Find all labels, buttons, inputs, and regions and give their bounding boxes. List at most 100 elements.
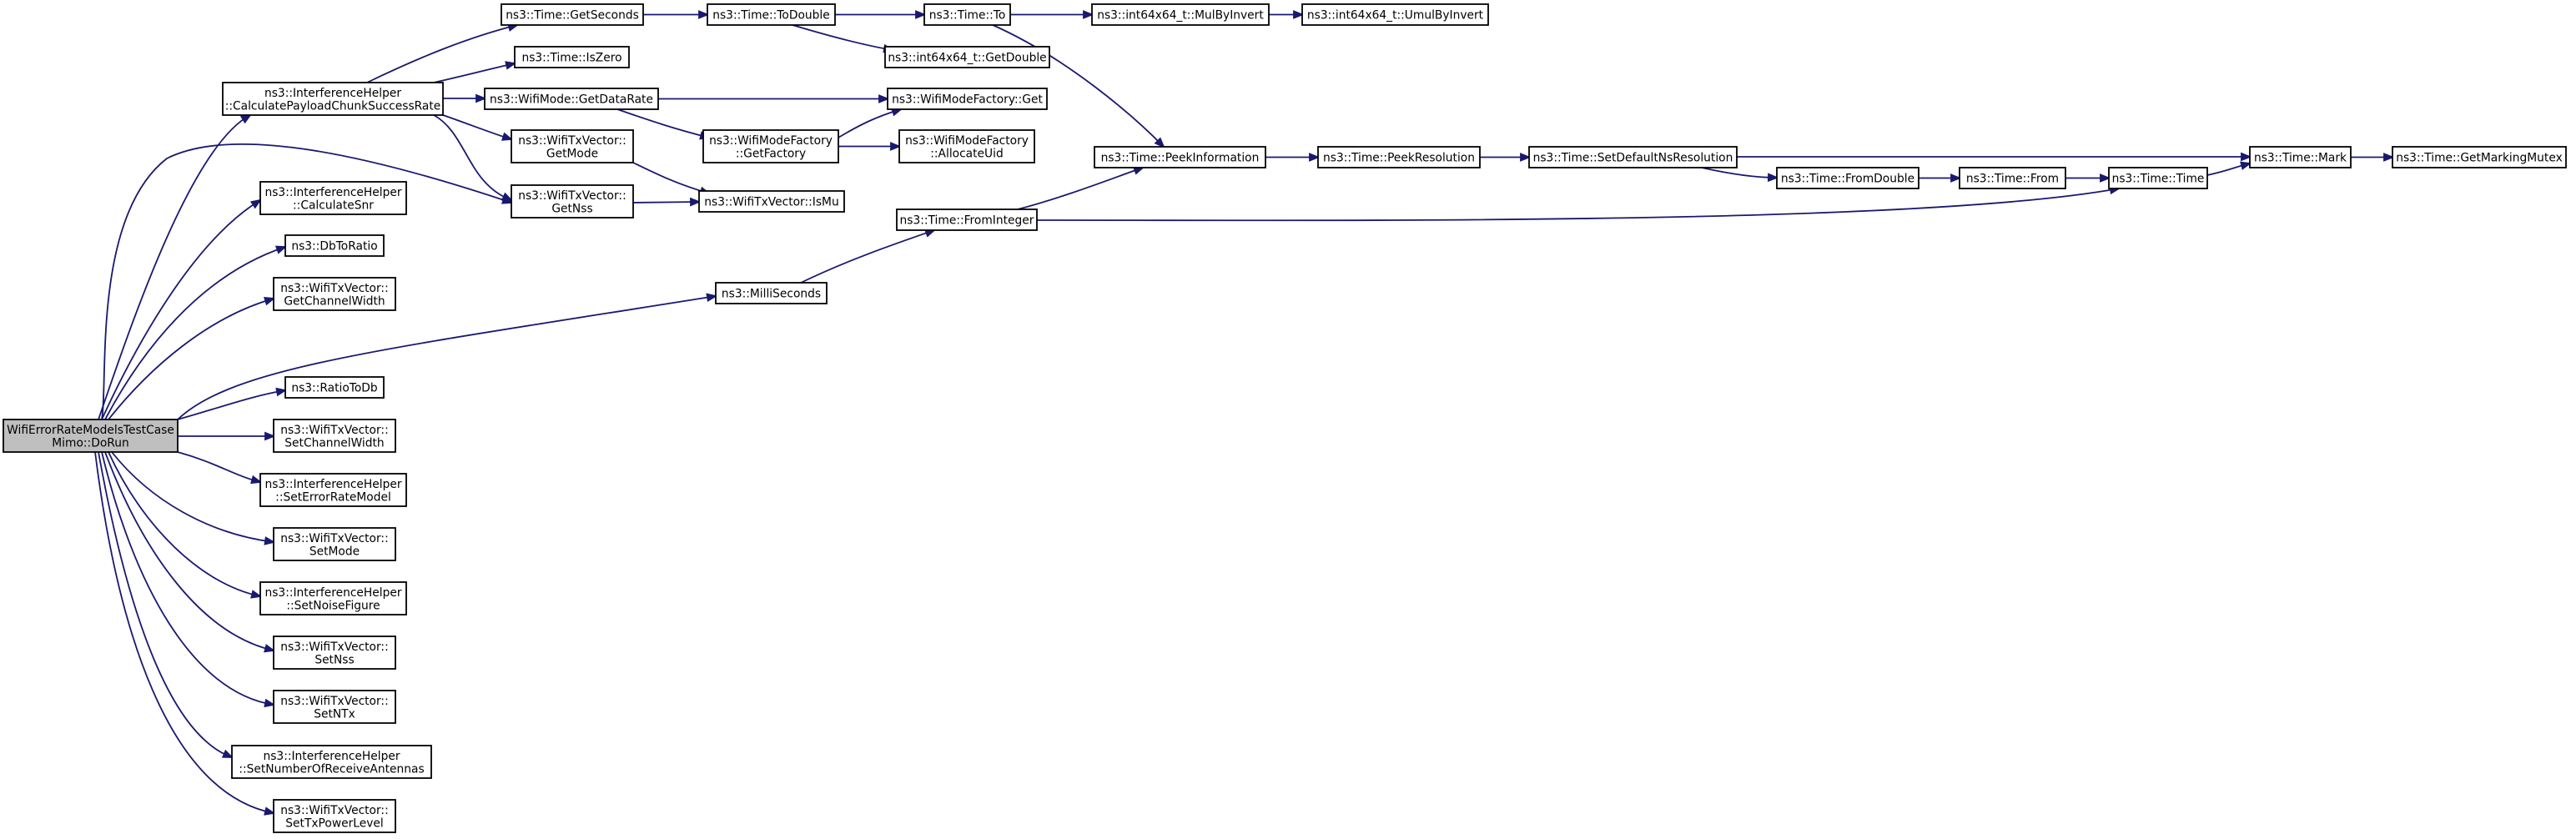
node-factoryGet[interactable]: ns3::WifiModeFactory::Get bbox=[887, 88, 1048, 110]
node-box bbox=[707, 3, 836, 26]
edge-getDataRate-to-factoryGet bbox=[658, 94, 890, 103]
arrow-head bbox=[239, 113, 253, 124]
node-dbToRatio[interactable]: ns3::DbToRatio bbox=[284, 234, 385, 257]
edge-fromDouble-to-timeFrom bbox=[1919, 173, 1962, 183]
node-setChannelWidth[interactable]: ns3::WifiTxVector::SetChannelWidth bbox=[273, 419, 396, 453]
node-setTxPower[interactable]: ns3::WifiTxVector::SetTxPowerLevel bbox=[273, 799, 396, 833]
node-timeFrom[interactable]: ns3::Time::From bbox=[1959, 167, 2066, 189]
node-getNss[interactable]: ns3::WifiTxVector::GetNss bbox=[511, 184, 634, 219]
node-fromInteger[interactable]: ns3::Time::FromInteger bbox=[896, 208, 1038, 231]
node-peekRes[interactable]: ns3::Time::PeekResolution bbox=[1317, 146, 1481, 168]
node-box bbox=[273, 419, 396, 453]
node-label: WifiErrorRateModelsTestCase bbox=[7, 424, 174, 437]
node-label: ns3::Time::Mark bbox=[2254, 152, 2347, 165]
node-label: ns3::Time::FromDouble bbox=[1781, 173, 1914, 186]
node-box bbox=[1776, 167, 1919, 189]
node-box bbox=[1091, 3, 1270, 26]
arrow-head bbox=[264, 698, 276, 708]
arrow-head bbox=[264, 644, 276, 653]
node-isZero[interactable]: ns3::Time::IsZero bbox=[514, 46, 630, 68]
node-box bbox=[702, 129, 839, 163]
node-setNumRx[interactable]: ns3::InterferenceHelper::SetNumberOfRece… bbox=[231, 745, 432, 779]
node-label: ns3::WifiTxVector:: bbox=[280, 282, 388, 295]
edge-timeTo-to-mulByInvert bbox=[1010, 10, 1094, 19]
node-timeCtor[interactable]: ns3::Time::Time bbox=[2108, 167, 2208, 189]
edge-calcPayload-to-getDataRate bbox=[443, 93, 487, 103]
node-label: ns3::InterferenceHelper bbox=[263, 750, 400, 763]
node-getMarkingMutex[interactable]: ns3::Time::GetMarkingMutex bbox=[2392, 146, 2567, 168]
node-mark[interactable]: ns3::Time::Mark bbox=[2249, 146, 2352, 168]
node-setMode[interactable]: ns3::WifiTxVector::SetMode bbox=[273, 527, 396, 561]
node-getSeconds[interactable]: ns3::Time::GetSeconds bbox=[501, 3, 644, 26]
arrow-head bbox=[501, 132, 514, 141]
edge-root-to-setTxPower bbox=[94, 451, 276, 816]
node-getDataRate[interactable]: ns3::WifiMode::GetDataRate bbox=[484, 88, 659, 110]
node-box bbox=[887, 88, 1048, 110]
edge-line bbox=[616, 108, 710, 138]
arrow-head bbox=[275, 387, 288, 397]
node-setNoiseFigure[interactable]: ns3::InterferenceHelper::SetNoiseFigure bbox=[259, 581, 407, 615]
node-label: ::CalculateSnr bbox=[293, 198, 374, 212]
edge-root-to-setChannelWidth bbox=[178, 431, 276, 441]
arrow-head bbox=[890, 142, 902, 151]
edge-getSeconds-to-toDouble bbox=[643, 10, 710, 19]
arrow-head bbox=[915, 10, 927, 19]
node-setNTx[interactable]: ns3::WifiTxVector::SetNTx bbox=[273, 690, 396, 724]
edge-fromInteger-to-peekInfo bbox=[1017, 166, 1145, 210]
edge-root-to-setNss bbox=[104, 451, 276, 653]
node-label: ns3::Time::PeekResolution bbox=[1323, 152, 1475, 165]
node-calcPayload[interactable]: ns3::InterferenceHelper::CalculatePayloa… bbox=[222, 82, 444, 116]
node-timeTo[interactable]: ns3::Time::To bbox=[923, 3, 1011, 26]
node-int64GetDouble[interactable]: ns3::int64x64_t::GetDouble bbox=[884, 46, 1050, 68]
node-label: ns3::MilliSeconds bbox=[722, 288, 821, 301]
arrow-head bbox=[2100, 173, 2111, 183]
node-isMu[interactable]: ns3::WifiTxVector::IsMu bbox=[698, 190, 845, 213]
edge-line bbox=[108, 451, 261, 597]
node-mulByInvert[interactable]: ns3::int64x64_t::MulByInvert bbox=[1091, 3, 1270, 26]
arrow-head bbox=[501, 192, 514, 201]
node-label: ns3::Time::PeekInformation bbox=[1101, 152, 1260, 165]
node-label: ns3::InterferenceHelper bbox=[264, 478, 401, 491]
node-peekInfo[interactable]: ns3::Time::PeekInformation bbox=[1094, 146, 1266, 168]
node-setDefaultNs[interactable]: ns3::Time::SetDefaultNsResolution bbox=[1528, 146, 1738, 168]
node-label: ns3::Time::From bbox=[1966, 173, 2059, 186]
edge-line bbox=[442, 114, 512, 140]
node-label: GetNss bbox=[551, 202, 592, 215]
edge-peekRes-to-setDefaultNs bbox=[1480, 153, 1532, 162]
edge-toDouble-to-int64GetDouble bbox=[792, 24, 895, 53]
node-getMode[interactable]: ns3::WifiTxVector::GetMode bbox=[511, 129, 634, 163]
node-calcSnr[interactable]: ns3::InterferenceHelper::CalculateSnr bbox=[259, 181, 407, 215]
node-getFactory[interactable]: ns3::WifiModeFactory::GetFactory bbox=[702, 129, 839, 163]
node-umulByInvert[interactable]: ns3::int64x64_t::UmulByInvert bbox=[1301, 3, 1489, 26]
node-label: Mimo::DoRun bbox=[52, 436, 128, 450]
edge-root-to-calcSnr bbox=[101, 198, 263, 420]
node-allocateUid[interactable]: ns3::WifiModeFactory::AllocateUid bbox=[898, 129, 1035, 163]
node-label: ::CalculatePayloadChunkSuccessRate bbox=[225, 99, 441, 113]
node-toDouble[interactable]: ns3::Time::ToDouble bbox=[707, 3, 836, 26]
node-label: ns3::DbToRatio bbox=[291, 240, 377, 254]
edge-line bbox=[98, 451, 233, 758]
nodes-layer: WifiErrorRateModelsTestCaseMimo::DoRunns… bbox=[3, 3, 2567, 833]
arrow-head bbox=[1520, 153, 1532, 162]
edge-root-to-setMode bbox=[111, 451, 276, 545]
node-ratioToDb[interactable]: ns3::RatioToDb bbox=[284, 376, 385, 399]
node-label: ::AllocateUid bbox=[930, 147, 1003, 160]
node-box bbox=[284, 234, 385, 257]
edge-getFactory-to-allocateUid bbox=[838, 142, 902, 151]
edge-setDefaultNs-to-mark bbox=[1737, 152, 2252, 162]
node-box bbox=[273, 690, 396, 724]
edge-line bbox=[101, 143, 512, 420]
edge-root-to-getChannelWidth bbox=[108, 297, 276, 420]
node-getChannelWidth[interactable]: ns3::WifiTxVector::GetChannelWidth bbox=[273, 277, 396, 311]
edge-line bbox=[98, 114, 251, 420]
edge-calcPayload-to-getMode bbox=[442, 114, 514, 141]
arrow-head bbox=[505, 61, 517, 70]
node-setNss[interactable]: ns3::WifiTxVector::SetNss bbox=[273, 636, 396, 670]
arrow-head bbox=[1083, 10, 1094, 19]
node-box bbox=[231, 745, 432, 779]
arrow-head bbox=[1767, 173, 1779, 183]
node-fromDouble[interactable]: ns3::Time::FromDouble bbox=[1776, 167, 1919, 189]
node-setErrorRateModel[interactable]: ns3::InterferenceHelper::SetErrorRateMod… bbox=[259, 473, 407, 507]
node-milliSeconds[interactable]: ns3::MilliSeconds bbox=[715, 282, 828, 304]
